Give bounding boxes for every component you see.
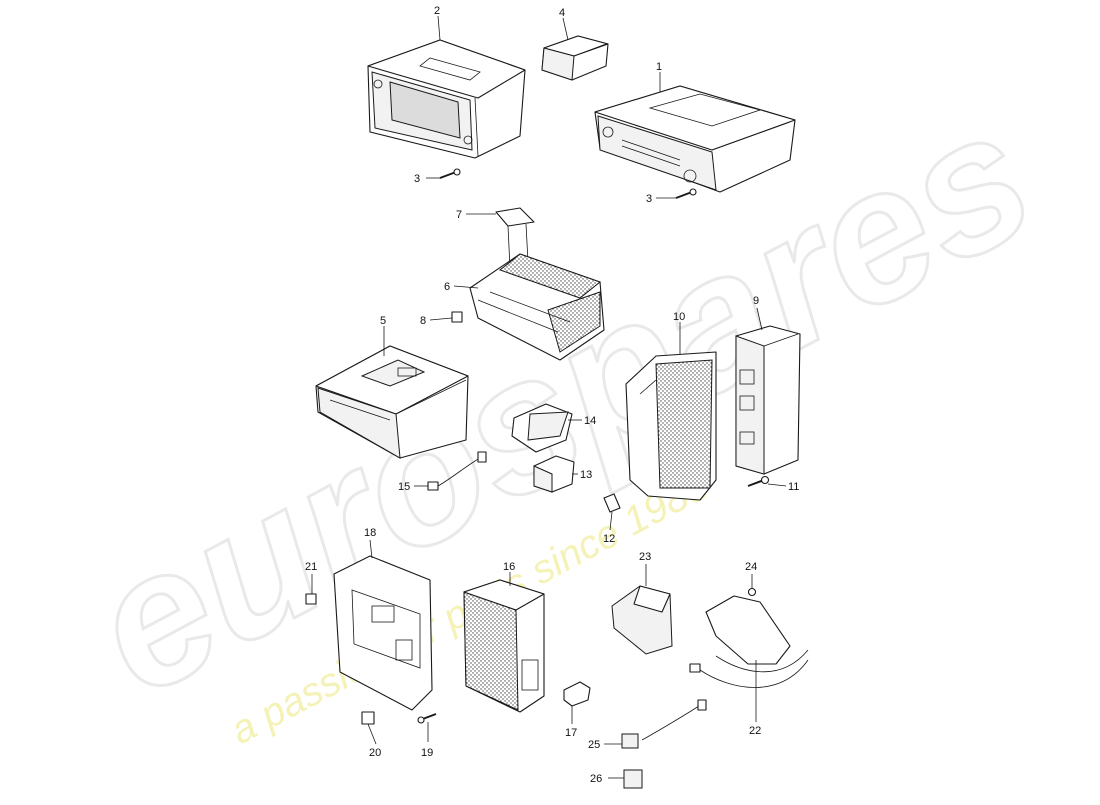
callout-7[interactable]: 7: [456, 209, 462, 221]
callout-12[interactable]: 12: [603, 533, 615, 545]
part-2-navigation-unit[interactable]: [367, 39, 526, 159]
callout-8[interactable]: 8: [420, 315, 426, 327]
part-13-module[interactable]: [533, 455, 575, 493]
part-18-bracket[interactable]: [333, 555, 433, 711]
callout-11[interactable]: 11: [788, 481, 799, 493]
callout-14[interactable]: 14: [584, 415, 596, 427]
callout-22[interactable]: 22: [749, 725, 761, 737]
callout-19[interactable]: 19: [421, 747, 433, 759]
part-5-cd-changer[interactable]: [315, 345, 469, 459]
callout-16[interactable]: 16: [503, 561, 515, 573]
part-4-module[interactable]: [541, 35, 609, 81]
part-6-frame[interactable]: [469, 253, 605, 361]
part-16-amplifier[interactable]: [463, 579, 545, 713]
part-24-screw[interactable]: [747, 587, 757, 597]
watermark-brand: eurospares: [60, 68, 1064, 736]
callout-3-right[interactable]: 3: [646, 193, 652, 205]
part-12-clip[interactable]: [603, 493, 621, 513]
part-17-connector[interactable]: [563, 681, 591, 707]
part-20-clip[interactable]: [361, 711, 375, 725]
part-1-radio-unit[interactable]: [594, 85, 796, 193]
part-3-screw-left[interactable]: [439, 168, 461, 179]
callout-21[interactable]: 21: [305, 561, 317, 573]
callout-23[interactable]: 23: [639, 551, 651, 563]
callout-5[interactable]: 5: [380, 315, 386, 327]
callout-1[interactable]: 1: [656, 61, 662, 73]
part-9-control-unit[interactable]: [735, 325, 801, 475]
part-22-harness[interactable]: [641, 595, 809, 741]
callout-9[interactable]: 9: [753, 295, 759, 307]
callout-13[interactable]: 13: [580, 469, 592, 481]
leader-lines: [311, 15, 787, 779]
part-10-bracket-frame[interactable]: [625, 351, 717, 501]
part-21-nut[interactable]: [305, 593, 317, 605]
part-14-holder[interactable]: [511, 403, 573, 453]
callout-17[interactable]: 17: [565, 727, 577, 739]
callout-18[interactable]: 18: [364, 527, 376, 539]
callout-labels: 1 1 2 3 3 4 5 6 7 8 9 10 11 12 13 14 15 …: [305, 5, 799, 785]
callout-10[interactable]: 10: [673, 311, 685, 323]
callout-25[interactable]: 25: [588, 739, 600, 751]
part-26-housing[interactable]: [623, 769, 643, 789]
callout-24[interactable]: 24: [745, 561, 757, 573]
part-8-clip[interactable]: [451, 311, 463, 323]
callout-20[interactable]: 20: [369, 747, 381, 759]
callout-6[interactable]: 6: [444, 281, 450, 293]
part-23-cover[interactable]: [611, 585, 673, 655]
part-11-screw[interactable]: [747, 475, 770, 487]
callout-2[interactable]: 2: [434, 5, 440, 17]
part-3-screw-right[interactable]: [675, 188, 697, 199]
callout-4[interactable]: 4: [559, 7, 565, 19]
callout-15[interactable]: 15: [398, 481, 410, 493]
callout-26[interactable]: 26: [590, 773, 602, 785]
part-25-plug[interactable]: [621, 733, 639, 749]
part-19-screw[interactable]: [417, 713, 437, 724]
callout-3-left[interactable]: 3: [414, 173, 420, 185]
